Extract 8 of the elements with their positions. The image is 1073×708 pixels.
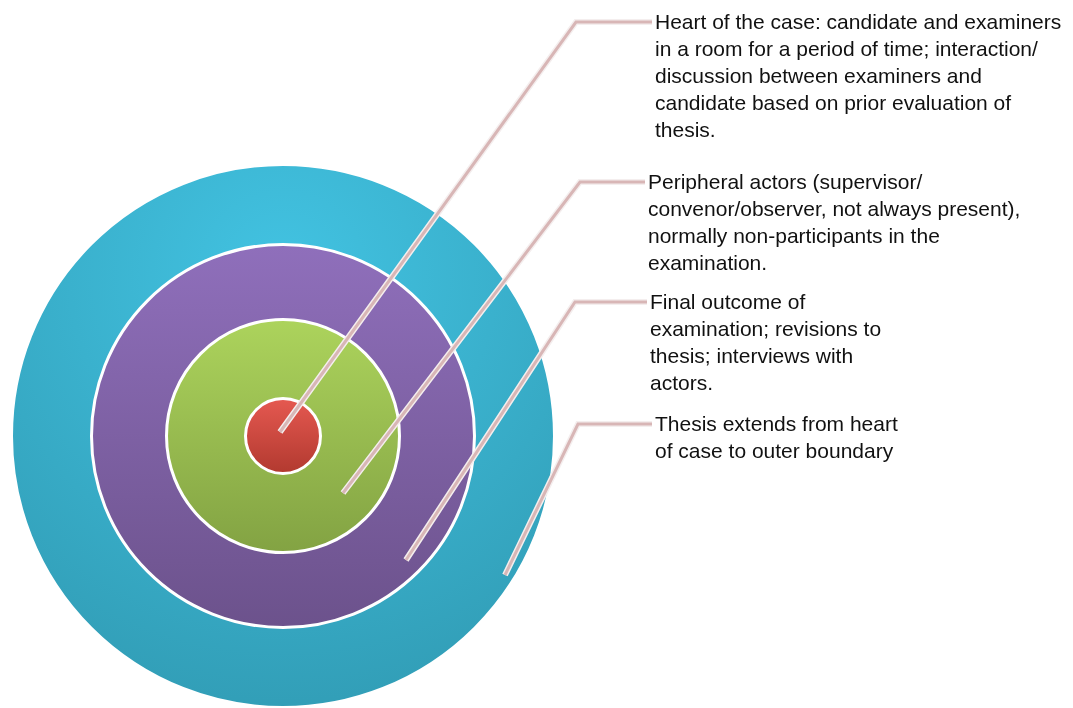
callout-text: Heart of the case: candidate and examiners in a room for a period of time; interaction/ discussion between examiners and candidate based on prior evaluation of thesis. (655, 8, 1065, 143)
leader-line (502, 421, 652, 577)
leader-line (277, 19, 652, 434)
callout-text: Thesis extends from heart of case to outer boundary (655, 410, 915, 464)
leader-line (340, 179, 645, 495)
leader-line (403, 299, 647, 562)
callout-text: Peripheral actors (supervisor/ convenor/observer, not always present), normally non-participants in the examination. (648, 168, 1058, 276)
callout-text: Final outcome of examination; revisions to thesis; interviews with actors. (650, 288, 910, 396)
